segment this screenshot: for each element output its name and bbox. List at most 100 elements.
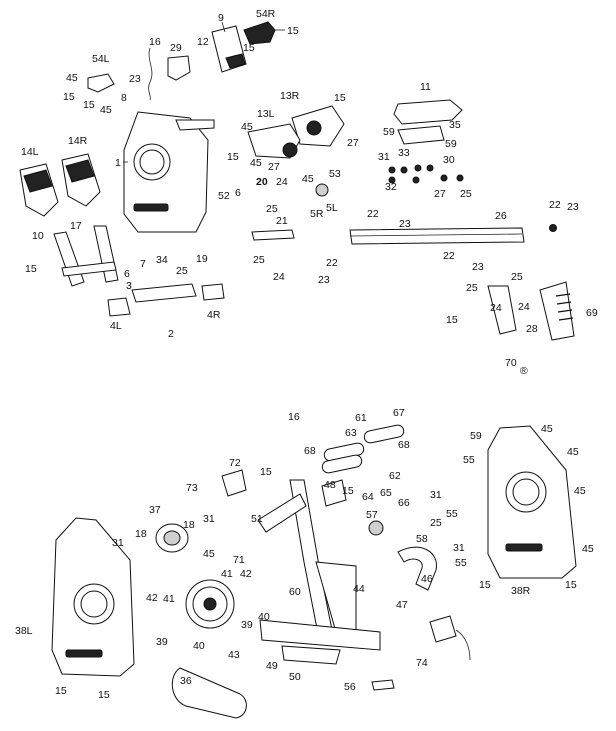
callout-58: 58 bbox=[416, 533, 428, 545]
bracket-54r bbox=[243, 21, 285, 45]
callout-17: 17 bbox=[70, 220, 82, 232]
callout-41-a: 41 bbox=[221, 568, 233, 580]
callout-44: 44 bbox=[353, 583, 365, 595]
callout-15-b: 15 bbox=[243, 42, 255, 54]
callout-24-b: 24 bbox=[273, 271, 285, 283]
shroud-38r bbox=[487, 425, 577, 579]
callout-45-h: 45 bbox=[567, 446, 579, 458]
callout-22-c: 22 bbox=[326, 257, 338, 269]
bracket-54l bbox=[87, 73, 115, 93]
callout-23-c: 23 bbox=[567, 201, 579, 213]
callout-31-d: 31 bbox=[453, 542, 465, 554]
callout-45-a: 45 bbox=[66, 72, 78, 84]
main-frame-upright bbox=[257, 479, 381, 665]
callout-15-n: 15 bbox=[565, 579, 577, 591]
callout-23-e: 23 bbox=[472, 261, 484, 273]
callout-37: 37 bbox=[149, 504, 161, 516]
callout-63: 63 bbox=[345, 427, 357, 439]
callout-15-f: 15 bbox=[334, 92, 346, 104]
callout-15-j: 15 bbox=[342, 485, 354, 497]
flywheel-43 bbox=[185, 579, 235, 629]
callout-57: 57 bbox=[366, 509, 378, 521]
callout-45-d: 45 bbox=[250, 157, 262, 169]
callout-50: 50 bbox=[289, 671, 301, 683]
callout-25-a: 25 bbox=[460, 188, 472, 200]
power-adapter-74 bbox=[429, 615, 471, 661]
callout-21: 21 bbox=[276, 215, 288, 227]
callout-55-b: 55 bbox=[446, 508, 458, 520]
callout-14l: 14L bbox=[21, 146, 39, 158]
callout-59-b: 59 bbox=[445, 138, 457, 150]
callout-62: 62 bbox=[389, 470, 401, 482]
callout-59-a: 59 bbox=[383, 126, 395, 138]
callout-23-a: 23 bbox=[129, 73, 141, 85]
callout-23-d: 23 bbox=[318, 274, 330, 286]
callout-41-b: 41 bbox=[163, 593, 175, 605]
callout-15-m: 15 bbox=[479, 579, 491, 591]
callout-4l: 4L bbox=[110, 320, 122, 332]
callout-73: 73 bbox=[186, 482, 198, 494]
callout-13l: 13L bbox=[257, 108, 275, 120]
callout-67: 67 bbox=[393, 407, 405, 419]
callout-15-k: 15 bbox=[55, 685, 67, 697]
callout-9: 9 bbox=[218, 12, 224, 24]
callout-74: 74 bbox=[416, 657, 428, 669]
callout-22-b: 22 bbox=[549, 199, 561, 211]
callout-15-d: 15 bbox=[83, 99, 95, 111]
pedal-14l bbox=[19, 163, 59, 217]
callout-31-b: 31 bbox=[430, 489, 442, 501]
shroud-38l bbox=[51, 517, 135, 677]
callout-31-a: 31 bbox=[378, 151, 390, 163]
callout-46: 46 bbox=[421, 573, 433, 585]
callout-15-c: 15 bbox=[63, 91, 75, 103]
callout-64: 64 bbox=[362, 491, 374, 503]
callout-70: 70 bbox=[505, 357, 517, 369]
bracket-29 bbox=[167, 55, 191, 81]
post-28 bbox=[487, 285, 517, 335]
callout-15-e: 15 bbox=[227, 151, 239, 163]
callout-30: 30 bbox=[443, 154, 455, 166]
callout-54l: 54L bbox=[92, 53, 110, 65]
callout-12: 12 bbox=[197, 36, 209, 48]
callout-45-b: 45 bbox=[100, 104, 112, 116]
callout-25-b: 25 bbox=[266, 203, 278, 215]
callout-68-b: 68 bbox=[398, 439, 410, 451]
callout-52: 52 bbox=[218, 190, 230, 202]
callout-6-a: 6 bbox=[235, 187, 241, 199]
callout-22-d: 22 bbox=[443, 250, 455, 262]
callout-24-a: 24 bbox=[276, 176, 288, 188]
callout-3: 3 bbox=[126, 280, 132, 292]
callout-38l: 38L bbox=[15, 625, 33, 637]
callout-45-i: 45 bbox=[574, 485, 586, 497]
callout-23-b: 23 bbox=[399, 218, 411, 230]
handle-69 bbox=[539, 281, 575, 341]
cap-4l bbox=[107, 297, 131, 317]
callout-60: 60 bbox=[289, 586, 301, 598]
pad-11 bbox=[393, 99, 463, 125]
pad-56 bbox=[371, 679, 395, 691]
callout-33: 33 bbox=[398, 147, 410, 159]
callout-5l: 5L bbox=[326, 202, 338, 214]
callout-13r: 13R bbox=[280, 90, 300, 102]
main-housing-1 bbox=[123, 111, 215, 233]
callout-5r: 5R bbox=[310, 208, 324, 220]
callout-43: 43 bbox=[228, 649, 240, 661]
callout-53: 53 bbox=[329, 168, 341, 180]
callout-71: 71 bbox=[233, 554, 245, 566]
callout-24-c: 24 bbox=[490, 302, 502, 314]
pedal-14r bbox=[61, 153, 101, 207]
callout-27-b: 27 bbox=[347, 137, 359, 149]
callout-59-c: 59 bbox=[470, 430, 482, 442]
callout-26: 26 bbox=[495, 210, 507, 222]
callout-45-c: 45 bbox=[241, 121, 253, 133]
callout-72: 72 bbox=[229, 457, 241, 469]
callout-68-a: 68 bbox=[304, 445, 316, 457]
callout-25-c: 25 bbox=[176, 265, 188, 277]
callout-56: 56 bbox=[344, 681, 356, 693]
crank-13l bbox=[247, 123, 301, 159]
hardware-row-32 bbox=[388, 164, 464, 184]
cap-4r bbox=[201, 283, 225, 301]
belt-36 bbox=[171, 667, 247, 719]
